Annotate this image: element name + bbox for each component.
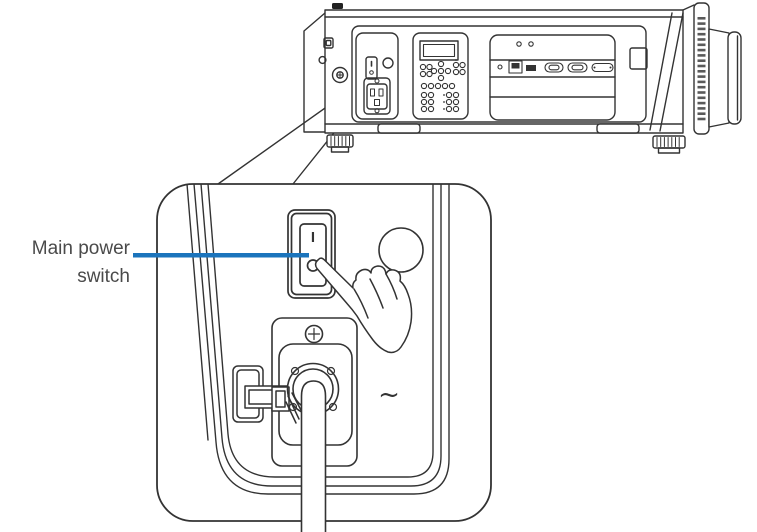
projector-top-tab xyxy=(332,3,343,9)
lens-assembly xyxy=(682,2,742,135)
bottom-tab xyxy=(377,123,421,134)
body-edge-line-1 xyxy=(649,12,673,131)
main-power-switch-small xyxy=(365,56,378,80)
indicator-led xyxy=(528,41,534,47)
panel-hole-small xyxy=(382,57,394,69)
inlet-screw-icon xyxy=(304,324,324,344)
dsub-connector-icon xyxy=(567,62,588,73)
projector-drawing xyxy=(217,2,742,185)
projector-bottom xyxy=(326,123,686,154)
pointing-hand-icon xyxy=(314,257,413,354)
usb-port-icon xyxy=(526,65,536,71)
ac-inlet-small xyxy=(363,77,391,115)
bottom-tab xyxy=(596,123,640,134)
projector-power-panel xyxy=(355,32,399,120)
lcd-display xyxy=(419,40,459,61)
switch-on-mark: I xyxy=(311,229,315,246)
label-main-power-switch: Main power switch xyxy=(0,235,130,291)
cord-clamp xyxy=(232,365,303,424)
wide-connector-icon xyxy=(591,62,614,73)
ac-symbol: ~ xyxy=(378,380,400,410)
side-vent-square xyxy=(629,47,648,70)
label-line-1: Main power xyxy=(31,238,130,259)
label-line-2: switch xyxy=(77,266,130,287)
chassis-edge-lines xyxy=(186,184,450,495)
projector-connector-panel xyxy=(489,34,616,121)
security-screw-icon xyxy=(331,66,349,84)
power-cord xyxy=(300,380,327,532)
leader-line xyxy=(133,253,309,258)
lens-ribbed-strip xyxy=(697,17,706,121)
adjustable-foot-right xyxy=(652,135,686,154)
panel-circle xyxy=(378,227,424,273)
lens-front-ring xyxy=(727,31,742,125)
adjustable-foot-left xyxy=(326,134,354,153)
projector-control-panel xyxy=(412,32,469,120)
dsub-connector-icon xyxy=(544,62,564,73)
power-inlet-plate xyxy=(232,317,358,532)
indicator-led xyxy=(516,41,522,47)
ethernet-port-icon xyxy=(508,60,523,74)
body-edge-line-2 xyxy=(659,12,684,132)
detail-callout-box: I xyxy=(156,183,492,532)
projector-left-face xyxy=(303,12,326,133)
projector-left-details xyxy=(318,37,349,84)
lens-barrel xyxy=(708,28,730,128)
projector-front-plate xyxy=(351,25,647,123)
